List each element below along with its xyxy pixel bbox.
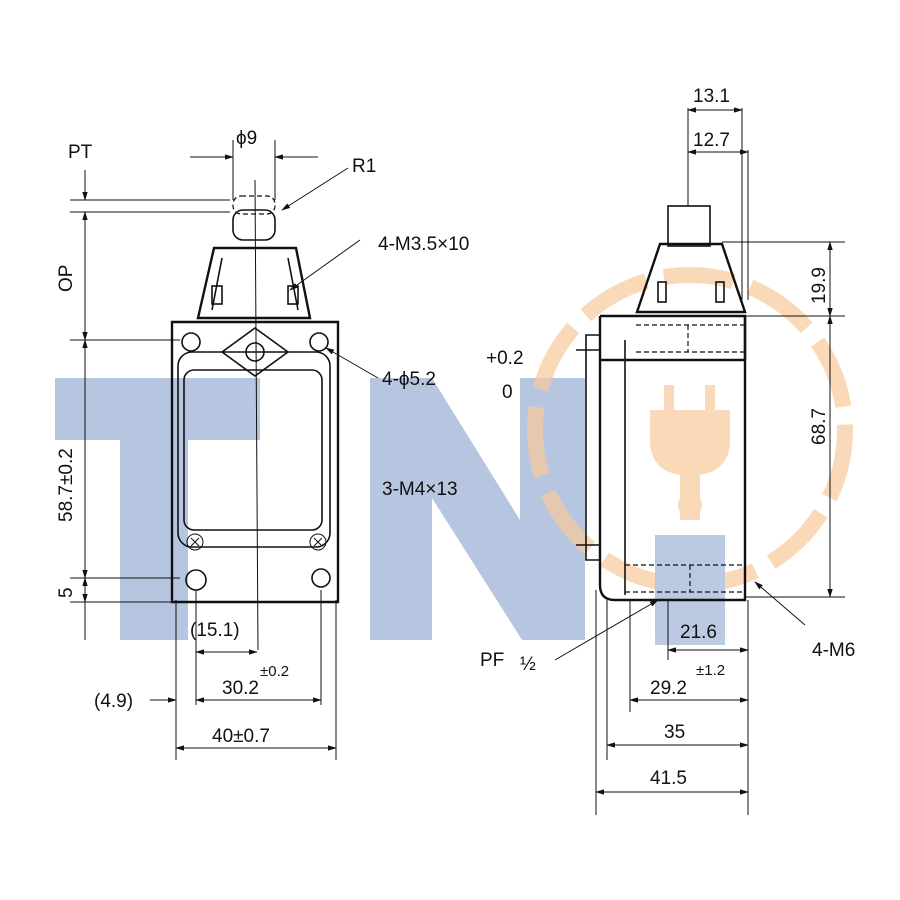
side-dimensions	[554, 107, 845, 815]
w49-label: (4.9)	[94, 691, 133, 712]
side-body	[598, 316, 747, 602]
watermark-letters	[55, 378, 585, 640]
m4-label: 3-M4×13	[382, 479, 458, 500]
plunger-roller-raised	[232, 195, 276, 215]
tol02-label: ±0.2	[260, 663, 289, 680]
op-label: OP	[56, 265, 77, 292]
h587-label: 58.7±0.2	[56, 448, 77, 522]
tol-zero-label: 0	[502, 382, 513, 403]
pf-fraction-label: ½	[520, 654, 536, 675]
h5-label: 5	[56, 587, 77, 598]
d292-label: 29.2	[650, 678, 687, 699]
phi9-label: ϕ9	[236, 128, 257, 149]
m6-label: 4-M6	[812, 640, 855, 661]
pt-label: PT	[68, 142, 93, 163]
d127-label: 12.7	[693, 130, 730, 151]
d687-label: 68.7	[809, 408, 830, 445]
w40-label: 40±0.7	[212, 726, 270, 747]
side-view	[576, 205, 747, 602]
r1-label: R1	[352, 156, 376, 177]
m35-label: 4-M3.5×10	[378, 234, 469, 255]
front-dimensions	[70, 140, 379, 760]
d131-label: 13.1	[693, 86, 730, 107]
switch-head	[196, 246, 312, 320]
plug-icon	[527, 267, 853, 645]
tol12-label: ±1.2	[696, 662, 725, 679]
w302-label: 30.2	[222, 678, 259, 699]
watermark	[55, 267, 853, 645]
tol-plus-label: +0.2	[486, 348, 524, 369]
switch-body	[170, 320, 340, 604]
pf-label: PF	[480, 650, 504, 671]
d199-label: 19.9	[809, 267, 830, 304]
plunger-roller	[232, 209, 276, 241]
d35-label: 35	[664, 722, 685, 743]
side-plunger	[667, 205, 711, 247]
d415-label: 41.5	[650, 768, 687, 789]
d216-label: 21.6	[680, 622, 717, 643]
phi52-label: 4-ϕ5.2	[382, 369, 436, 390]
front-view	[170, 179, 340, 651]
w151-label: (15.1)	[190, 620, 240, 641]
